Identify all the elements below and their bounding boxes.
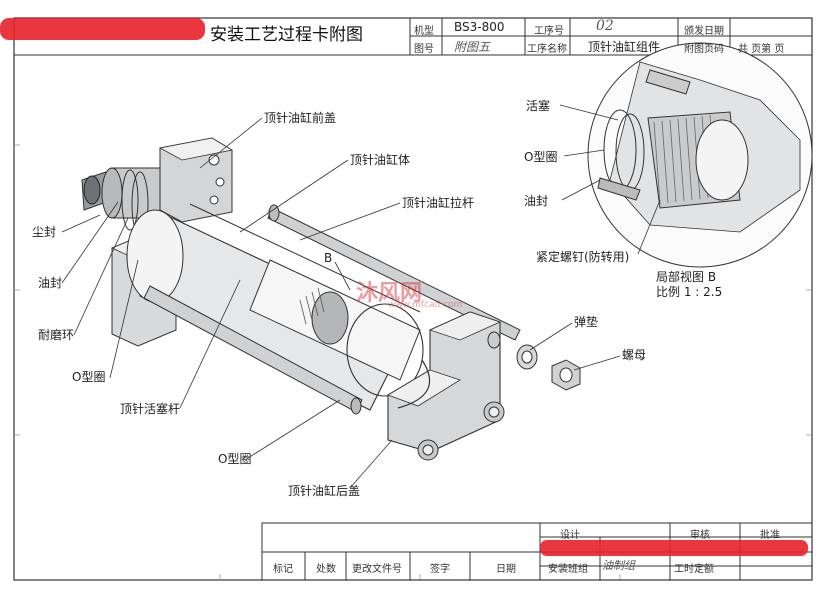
cylinder-assembly [61,117,621,489]
model-label: 机型 [414,26,434,37]
callout-set-screw: 紧定螺钉(防转用) [536,250,630,264]
footer-install-group-value: 油制组 [602,559,635,572]
footer-change-doc: 更改文件号 [352,564,402,575]
footer-approve: 批准 [760,530,780,541]
callout-piston-rod: 顶针活塞杆 [120,402,181,416]
op-no-value: 02 [596,18,614,34]
callout-oil-seal: 油封 [38,276,63,290]
op-name-value: 顶针油缸组件 [588,40,661,54]
model-value: BS3-800 [454,20,505,34]
detail-view-label: 局部视图 B [656,270,717,284]
issue-date-label: 颁发日期 [684,26,724,37]
footer-review: 审核 [690,530,710,541]
callout-spring-washer: 弹垫 [574,315,599,329]
callout-piston: 活塞 [526,99,551,113]
footer-date: 日期 [496,564,516,575]
leader-lines [61,117,621,489]
watermark: 沐风网 [356,281,423,306]
page-label: 附图页码 [684,44,724,55]
callout-wear-ring: 耐磨环 [38,328,75,342]
callout-front-cover: 顶针油缸前盖 [264,111,337,125]
callout-o-ring-left: O型圈 [72,370,106,384]
callout-dust-seal: 尘封 [32,225,57,239]
drawing-no-value: 附图五 [454,40,491,54]
footer-design: 设计 [560,530,580,541]
drawing-no-label: 图号 [414,44,434,55]
watermark-url: www.mfcad.com [388,300,463,310]
footer-signature: 签字 [430,564,450,575]
total-pages-label: 共 页第 页 [738,44,785,55]
redaction-footer [540,540,808,556]
callout-oil-seal-detail: 油封 [524,194,549,208]
callout-nut: 螺母 [622,348,647,362]
callout-o-ring-detail: O型圈 [524,150,558,164]
op-no-label: 工序号 [534,26,564,37]
footer-count: 处数 [316,564,336,575]
detail-view-b [559,42,813,268]
callout-rear-cover: 顶针油缸后盖 [288,484,361,498]
tie-rods [143,204,521,415]
detail-marker-b: B [324,251,333,265]
footer-install-group: 安装班组 [548,564,588,575]
callout-cylinder-body: 顶针油缸体 [350,153,411,167]
callout-o-ring-bottom: O型圈 [218,452,252,466]
footer-mark: 标记 [273,564,293,575]
redaction-top [0,18,205,40]
detail-scale-label: 比例 1 : 2.5 [656,285,723,299]
callout-tie-rod: 顶针油缸拉杆 [402,196,475,210]
op-name-label: 工序名称 [527,44,567,55]
footer-work-hours: 工时定额 [674,564,714,575]
card-title: 安装工艺过程卡附图 [210,25,363,45]
